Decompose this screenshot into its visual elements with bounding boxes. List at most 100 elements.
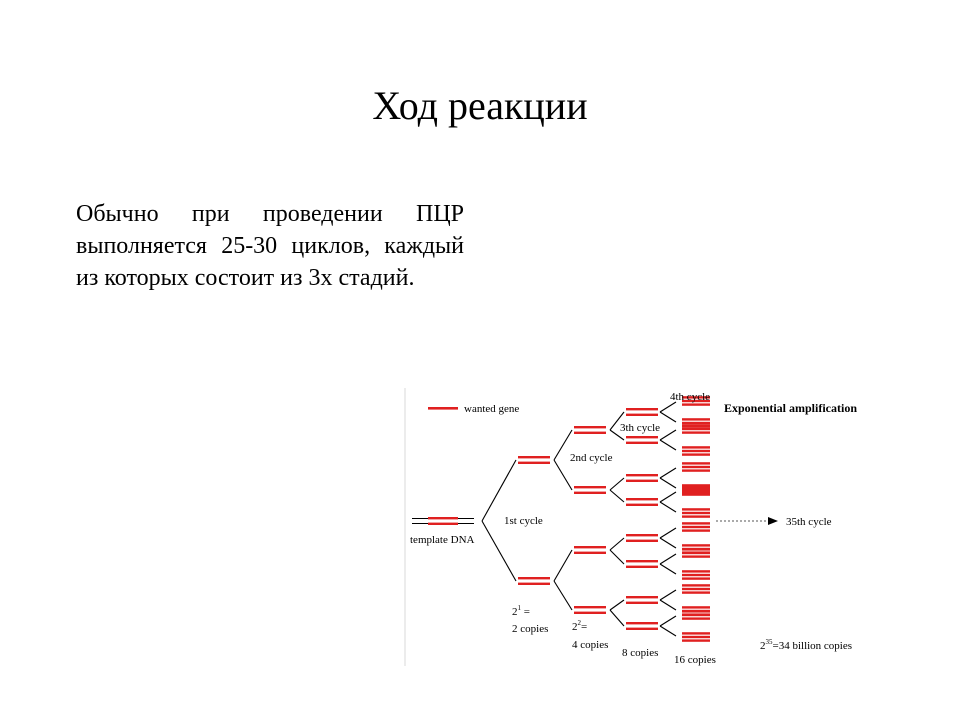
branch-lines — [481, 401, 677, 637]
gene-strand — [626, 436, 658, 439]
gene-strand — [682, 635, 710, 639]
copies-2-label: 2 copies — [512, 623, 548, 635]
gene-strand — [574, 431, 606, 434]
copies-4-equation: 22= — [572, 619, 587, 633]
branch-line — [659, 439, 677, 451]
pcr-diagram-svg: wanted gene Exponential amplification te… — [404, 388, 857, 666]
copies-8-label: 8 copies — [622, 647, 658, 659]
cycle-2-copy — [574, 426, 606, 434]
branch-line — [659, 401, 677, 413]
gene-strand — [626, 498, 658, 501]
gene-strand — [518, 461, 550, 464]
cycle-3-copy — [626, 408, 658, 416]
gene-strand — [682, 484, 710, 487]
gene-strand — [682, 446, 710, 449]
gene-strand — [682, 544, 710, 547]
gene-strand — [682, 587, 710, 591]
gene-strand — [626, 503, 658, 506]
branch-line — [659, 477, 677, 489]
gene-strand — [682, 427, 710, 431]
gene-strand — [682, 511, 710, 515]
branch-line — [609, 429, 625, 441]
gene-strand — [682, 418, 710, 421]
gene-strand — [682, 610, 710, 613]
gene-strand — [682, 487, 710, 491]
gene-strand — [682, 489, 710, 493]
gene-strand — [574, 491, 606, 494]
gene-strand — [682, 617, 710, 620]
gene-strand — [626, 441, 658, 444]
gene-strand — [626, 408, 658, 411]
cycle-1-copy — [518, 456, 550, 464]
cycle-4-label: 4th cycle — [670, 391, 710, 403]
gene-strand — [574, 486, 606, 489]
cycle-3-copy — [626, 534, 658, 542]
gene-strand — [682, 462, 710, 465]
branch-line — [659, 501, 677, 513]
branch-line — [481, 520, 517, 582]
branch-line — [659, 429, 677, 441]
gene-strand — [574, 546, 606, 549]
cycle-4-copy — [682, 396, 710, 406]
gene-strand — [626, 479, 658, 482]
arrow-head-icon — [768, 517, 778, 525]
cycle-3-copy — [626, 474, 658, 482]
gene-strand — [682, 570, 710, 573]
cycle-2-copy — [574, 606, 606, 614]
cycle-4-copy — [682, 424, 710, 434]
gene-strand — [682, 573, 710, 577]
gene-strand — [682, 555, 710, 558]
cycle-4-copy — [682, 610, 710, 620]
gene-strand — [682, 591, 710, 594]
branch-line — [659, 599, 677, 611]
gene-strand — [682, 525, 710, 529]
gene-strand — [682, 606, 710, 609]
branch-line — [609, 537, 625, 551]
branch-line — [659, 411, 677, 423]
template-dna-label: template DNA — [410, 534, 475, 546]
gene-strand — [518, 577, 550, 580]
gene-strand — [682, 465, 710, 469]
cycle-3-copy — [626, 560, 658, 568]
gene-strand — [682, 493, 710, 496]
gene-strand — [626, 627, 658, 630]
branch-line — [609, 477, 625, 491]
cycle-4-copy — [682, 548, 710, 558]
gene-strand — [574, 551, 606, 554]
branch-line — [659, 589, 677, 601]
cycle-4-copy — [682, 484, 710, 494]
gene-strand — [682, 486, 710, 489]
gene-strand — [682, 421, 710, 425]
gene-strand — [626, 413, 658, 416]
gene-strand — [682, 396, 710, 399]
gene-strand — [682, 469, 710, 472]
copies-2-equation: 21 = — [512, 604, 530, 618]
gene-strand — [682, 424, 710, 427]
branch-line — [609, 549, 625, 565]
gene-strand — [682, 508, 710, 511]
gene-strand — [626, 560, 658, 563]
copies-4-label: 4 copies — [572, 639, 608, 651]
cycle-3-label: 3th cycle — [620, 422, 660, 434]
gene-strand — [574, 606, 606, 609]
gene-strand — [682, 529, 710, 532]
branch-line — [609, 411, 625, 431]
gene-strand — [682, 551, 710, 555]
gene-strand — [518, 582, 550, 585]
branch-line — [659, 537, 677, 549]
gene-strand — [682, 639, 710, 642]
legend-gene-swatch — [428, 407, 458, 410]
branch-line — [659, 527, 677, 539]
cycle-3-copy — [626, 498, 658, 506]
gene-strand — [574, 611, 606, 614]
branch-line — [659, 625, 677, 637]
branch-line — [659, 553, 677, 565]
gene-strand — [682, 399, 710, 403]
gene-strand — [626, 534, 658, 537]
gene-strand — [626, 622, 658, 625]
cycle-2-copy — [574, 486, 606, 494]
branch-line — [609, 609, 625, 627]
gene-strand — [626, 539, 658, 542]
cycle-2-label: 2nd cycle — [570, 452, 613, 464]
pcr-amplification-diagram: wanted gene Exponential amplification te… — [402, 386, 902, 670]
